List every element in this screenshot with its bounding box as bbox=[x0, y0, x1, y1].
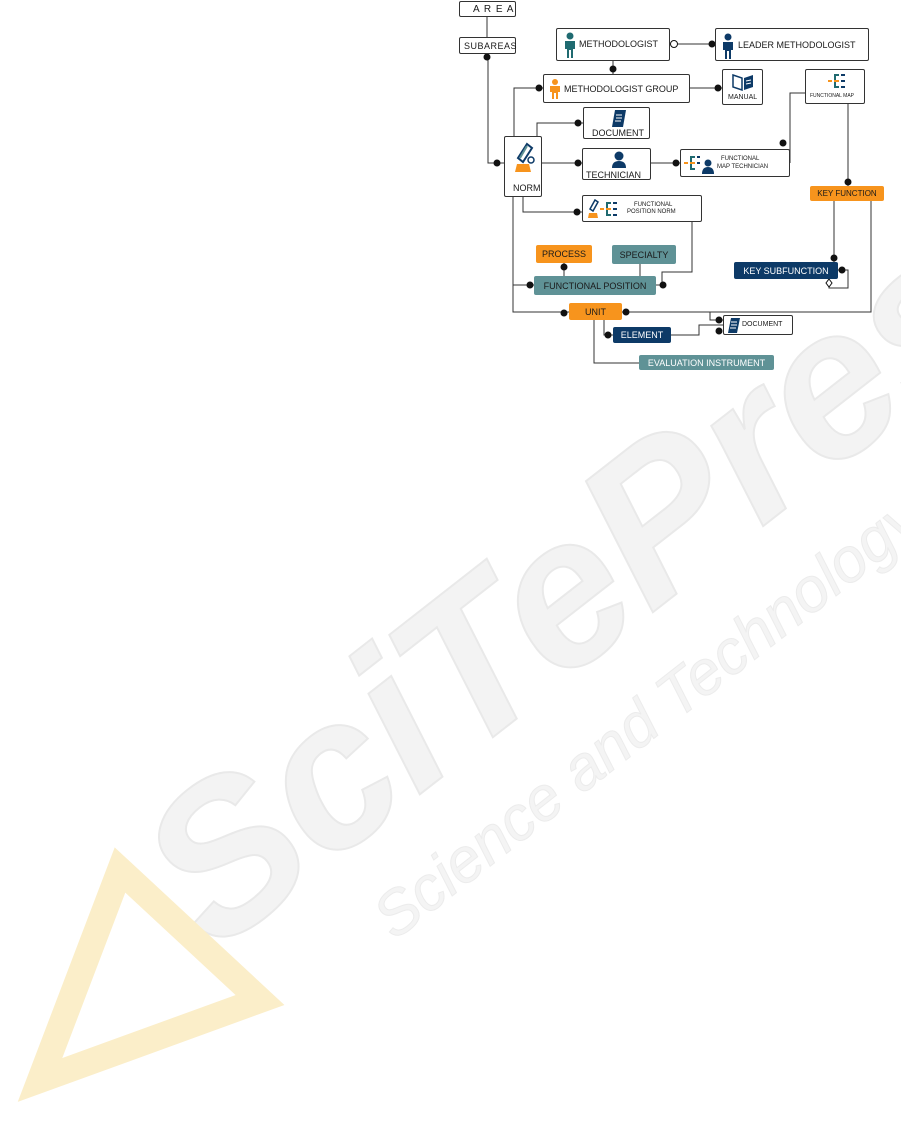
connector-dot bbox=[830, 254, 838, 262]
functional-map-technician-label-2: MAP TECHNICIAN bbox=[717, 164, 769, 170]
functional-map-label: FUNCTIONAL MAP bbox=[810, 93, 854, 99]
evaluation-instrument-label: EVALUATION INSTRUMENT bbox=[647, 357, 766, 368]
manual-book-icon bbox=[732, 73, 753, 91]
specialty-box: SPECIALTY bbox=[612, 245, 676, 264]
connector-dot bbox=[779, 139, 787, 147]
specialty-label: SPECIALTY bbox=[619, 249, 669, 260]
connector-diamond bbox=[825, 278, 833, 288]
leader-methodologist-label: LEADER METHODOLOGIST bbox=[738, 40, 856, 50]
document-icon bbox=[612, 110, 626, 127]
connector-dot bbox=[604, 331, 612, 339]
functional-map-technician-box: FUNCTIONAL MAP TECHNICIAN bbox=[680, 149, 790, 177]
document-box-top: DOCUMENT bbox=[583, 107, 650, 139]
area-box: A R E A bbox=[459, 1, 516, 17]
connector-dot bbox=[535, 84, 543, 92]
norm-microscope-icon bbox=[515, 142, 535, 172]
connector-dot bbox=[844, 178, 852, 186]
leader-methodologist-box: LEADER METHODOLOGIST bbox=[715, 28, 869, 61]
unit-box: UNIT bbox=[569, 303, 622, 320]
process-box: PROCESS bbox=[536, 245, 592, 263]
key-subfunction-box: KEY SUBFUNCTION bbox=[734, 262, 838, 279]
technician-person-icon bbox=[612, 151, 626, 168]
methodologist-group-box: METHODOLOGIST GROUP bbox=[543, 74, 690, 103]
connector-dot bbox=[659, 281, 667, 289]
functional-position-norm-label-2: POSITION NORM bbox=[627, 209, 676, 215]
methodologist-label: METHODOLOGIST bbox=[579, 39, 659, 49]
manual-label: MANUAL bbox=[728, 94, 758, 101]
functional-map-technician-label-1: FUNCTIONAL bbox=[721, 156, 760, 162]
evaluation-instrument-box: EVALUATION INSTRUMENT bbox=[639, 355, 774, 370]
unit-label: UNIT bbox=[585, 306, 606, 317]
connector-line bbox=[522, 197, 582, 213]
connector-dot bbox=[609, 65, 617, 73]
element-box: ELEMENT bbox=[613, 327, 671, 343]
key-function-box: KEY FUNCTION bbox=[810, 186, 884, 201]
functional-position-norm-box: FUNCTIONAL POSITION NORM bbox=[582, 195, 702, 222]
document-icon bbox=[728, 318, 740, 333]
connector-line bbox=[789, 92, 805, 163]
functional-map-icon bbox=[828, 74, 845, 88]
key-subfunction-label: KEY SUBFUNCTION bbox=[743, 265, 829, 276]
technician-label: TECHNICIAN bbox=[586, 170, 642, 180]
document-top-label: DOCUMENT bbox=[592, 128, 644, 138]
connector-dot bbox=[560, 309, 568, 317]
methodologist-group-label: METHODOLOGIST GROUP bbox=[564, 84, 679, 94]
connector-dot bbox=[622, 308, 630, 316]
norm-box: NORM bbox=[504, 136, 542, 197]
functional-position-norm-icon bbox=[588, 199, 617, 218]
subareas-box: SUBAREAS bbox=[459, 37, 518, 54]
connector-dot bbox=[483, 53, 491, 61]
connector-dot bbox=[708, 40, 716, 48]
connector-dot bbox=[560, 263, 568, 271]
connector-dot bbox=[493, 159, 501, 167]
methodologist-box: METHODOLOGIST bbox=[556, 28, 670, 61]
connector-line bbox=[622, 311, 723, 321]
connector-dot bbox=[573, 208, 581, 216]
connector-dot bbox=[672, 159, 680, 167]
functional-position-label: FUNCTIONAL POSITION bbox=[543, 280, 647, 291]
connector-dot bbox=[526, 281, 534, 289]
person-icon bbox=[565, 32, 575, 58]
person-icon bbox=[723, 33, 733, 59]
connector-line bbox=[512, 285, 569, 313]
key-function-label: KEY FUNCTION bbox=[817, 189, 877, 198]
connector-line bbox=[593, 320, 639, 364]
connector-line bbox=[671, 324, 723, 336]
connector-dot bbox=[715, 316, 723, 324]
area-label: A R E A bbox=[473, 4, 515, 15]
functional-position-box: FUNCTIONAL POSITION bbox=[534, 276, 656, 295]
document-box-bottom: DOCUMENT bbox=[723, 315, 793, 335]
connector-dot bbox=[574, 119, 582, 127]
connector-open-dot bbox=[670, 40, 678, 48]
connector-line bbox=[536, 122, 583, 136]
connector-line bbox=[486, 54, 504, 164]
process-label: PROCESS bbox=[541, 249, 586, 259]
functional-map-box: FUNCTIONAL MAP bbox=[805, 69, 865, 104]
document-bottom-label: DOCUMENT bbox=[742, 321, 783, 328]
connector-dot bbox=[715, 327, 723, 335]
connector-dot bbox=[838, 266, 846, 274]
element-label: ELEMENT bbox=[620, 330, 664, 340]
functional-position-norm-label-1: FUNCTIONAL bbox=[634, 202, 673, 208]
connector-line bbox=[513, 87, 543, 136]
technician-box: TECHNICIAN bbox=[582, 148, 651, 180]
manual-box: MANUAL bbox=[722, 69, 763, 105]
norm-label: NORM bbox=[513, 183, 541, 193]
subareas-label: SUBAREAS bbox=[464, 41, 518, 51]
connector-dot bbox=[714, 84, 722, 92]
functional-map-technician-icon bbox=[684, 156, 714, 174]
person-icon bbox=[550, 79, 560, 99]
connector-dot bbox=[574, 159, 582, 167]
